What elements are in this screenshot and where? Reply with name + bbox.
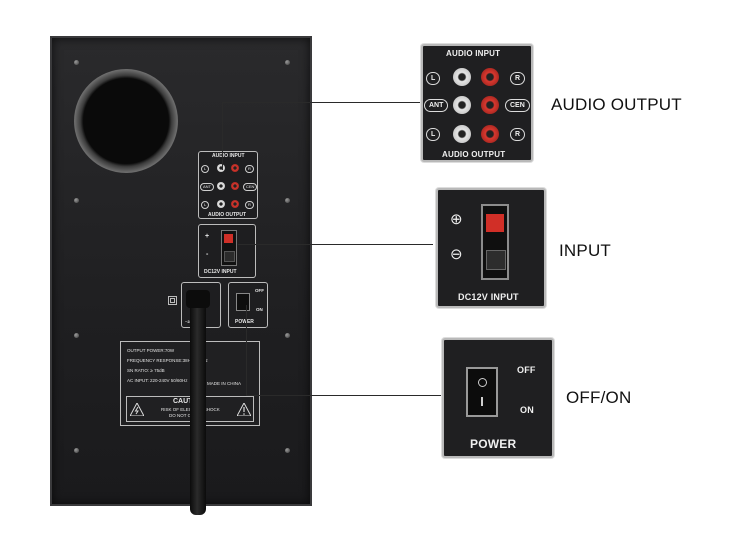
caution-line-2: DO NOT OPEN	[169, 413, 201, 418]
spec-output-power: OUTPUT POWER:70W	[127, 348, 175, 353]
audio-output-title: AUDIO OUTPUT	[208, 212, 247, 218]
zoom-dc-input-title: DC12V INPUT	[458, 292, 519, 302]
callout-line-power	[246, 395, 442, 396]
zoom-power-panel: OFF ON POWER	[442, 338, 554, 458]
made-in-label: MADE IN CHINA	[207, 381, 242, 386]
zoom-on-label: ON	[520, 405, 534, 415]
zoom-terminal-black-clip[interactable]	[486, 250, 506, 270]
rca-jack-white[interactable]	[217, 182, 225, 190]
jack-label-right: R	[245, 165, 254, 173]
callout-line-input	[238, 244, 433, 245]
jack-label-left: L	[201, 165, 210, 173]
spec-frequency: FREQUENCY RESPONSE:38Hz-250Hz	[127, 358, 208, 363]
zoom-rca-jack-red[interactable]	[481, 68, 499, 86]
plus-label: +	[205, 233, 210, 240]
power-cord-plug	[186, 290, 210, 308]
zoom-terminal-red-clip[interactable]	[486, 214, 504, 232]
bass-reflex-port	[74, 69, 178, 173]
zoom-jack-label-left: L	[426, 72, 441, 85]
zoom-audio-output-title: AUDIO OUTPUT	[442, 150, 506, 159]
zoom-jack-label-left: L	[426, 128, 441, 141]
zoom-rca-jack-white[interactable]	[453, 96, 471, 114]
on-label: ON	[256, 307, 263, 312]
zoom-jack-label-left: ANT	[424, 99, 449, 112]
spec-ac-input: AC INPUT: 220-240V 50/60Hz	[127, 378, 188, 383]
jack-label-right: CEN	[243, 183, 258, 191]
screw	[74, 448, 79, 453]
screw	[285, 448, 290, 453]
jack-label-right: R	[245, 201, 254, 209]
zoom-jack-label-right: R	[510, 128, 526, 141]
power-rocker-switch[interactable]	[236, 293, 250, 311]
callout-line-audio	[222, 102, 223, 170]
audio-jack-panel: AUDIO INPUT L ANT L R CEN R AUDIO OUTPUT	[198, 151, 258, 219]
zoom-rca-jack-white[interactable]	[453, 68, 471, 86]
zoom-audio-input-title: AUDIO INPUT	[446, 49, 501, 58]
terminal-red-clip[interactable]	[224, 234, 233, 243]
screw	[285, 60, 290, 65]
zoom-power-title: POWER	[470, 437, 517, 451]
rca-jack-red[interactable]	[231, 200, 239, 208]
power-title: POWER	[235, 319, 254, 325]
zoom-audio-panel: AUDIO INPUT L ANT L R CEN R AUDIO OUTPUT	[421, 44, 533, 162]
minus-label: -	[206, 251, 209, 258]
screw	[74, 60, 79, 65]
callout-input: INPUT	[559, 241, 611, 260]
off-symbol-icon	[478, 378, 487, 387]
electric-shock-warning-icon	[130, 403, 144, 416]
jack-label-left: L	[201, 201, 210, 209]
dc-input-panel: + - DC12V INPUT	[198, 224, 256, 278]
power-switch-panel: OFF ON POWER	[228, 282, 268, 328]
zoom-power-rocker-switch[interactable]	[466, 367, 498, 417]
speaker-terminal[interactable]	[221, 230, 237, 266]
rca-jack-red[interactable]	[231, 182, 239, 190]
zoom-plus-icon: ⊕	[450, 211, 463, 228]
screw	[285, 333, 290, 338]
terminal-black-clip[interactable]	[224, 251, 235, 262]
screw	[285, 198, 290, 203]
zoom-speaker-terminal[interactable]	[481, 204, 509, 280]
screw	[74, 198, 79, 203]
callout-line-power	[246, 305, 247, 395]
rca-jack-red[interactable]	[231, 164, 239, 172]
exclamation-warning-icon	[237, 403, 251, 416]
zoom-rca-jack-red[interactable]	[481, 125, 499, 143]
on-symbol-icon	[481, 397, 483, 406]
zoom-rca-jack-red[interactable]	[481, 96, 499, 114]
rca-jack-white[interactable]	[217, 164, 225, 172]
callout-line-audio	[222, 102, 420, 103]
power-cord	[190, 300, 206, 515]
jack-label-left: ANT	[200, 183, 214, 191]
zoom-off-label: OFF	[517, 365, 536, 375]
screw	[74, 333, 79, 338]
caution-title: CAUTION	[173, 398, 205, 405]
zoom-jack-label-right: R	[510, 72, 526, 85]
audio-input-title: AUDIO INPUT	[212, 153, 245, 159]
rca-jack-white[interactable]	[217, 200, 225, 208]
double-insulation-icon	[168, 296, 177, 305]
zoom-input-panel: ⊕ ⊖ DC12V INPUT	[436, 188, 546, 308]
spec-sn-ratio: SN RATIO: ≥ 75dB	[127, 368, 165, 373]
zoom-rca-jack-white[interactable]	[453, 125, 471, 143]
dc-input-title: DC12V INPUT	[204, 269, 237, 275]
off-label: OFF	[255, 288, 264, 293]
zoom-minus-icon: ⊖	[450, 246, 463, 263]
zoom-jack-label-right: CEN	[505, 99, 530, 112]
callout-off-on: OFF/ON	[566, 388, 632, 407]
callout-audio-output: AUDIO OUTPUT	[551, 95, 682, 114]
